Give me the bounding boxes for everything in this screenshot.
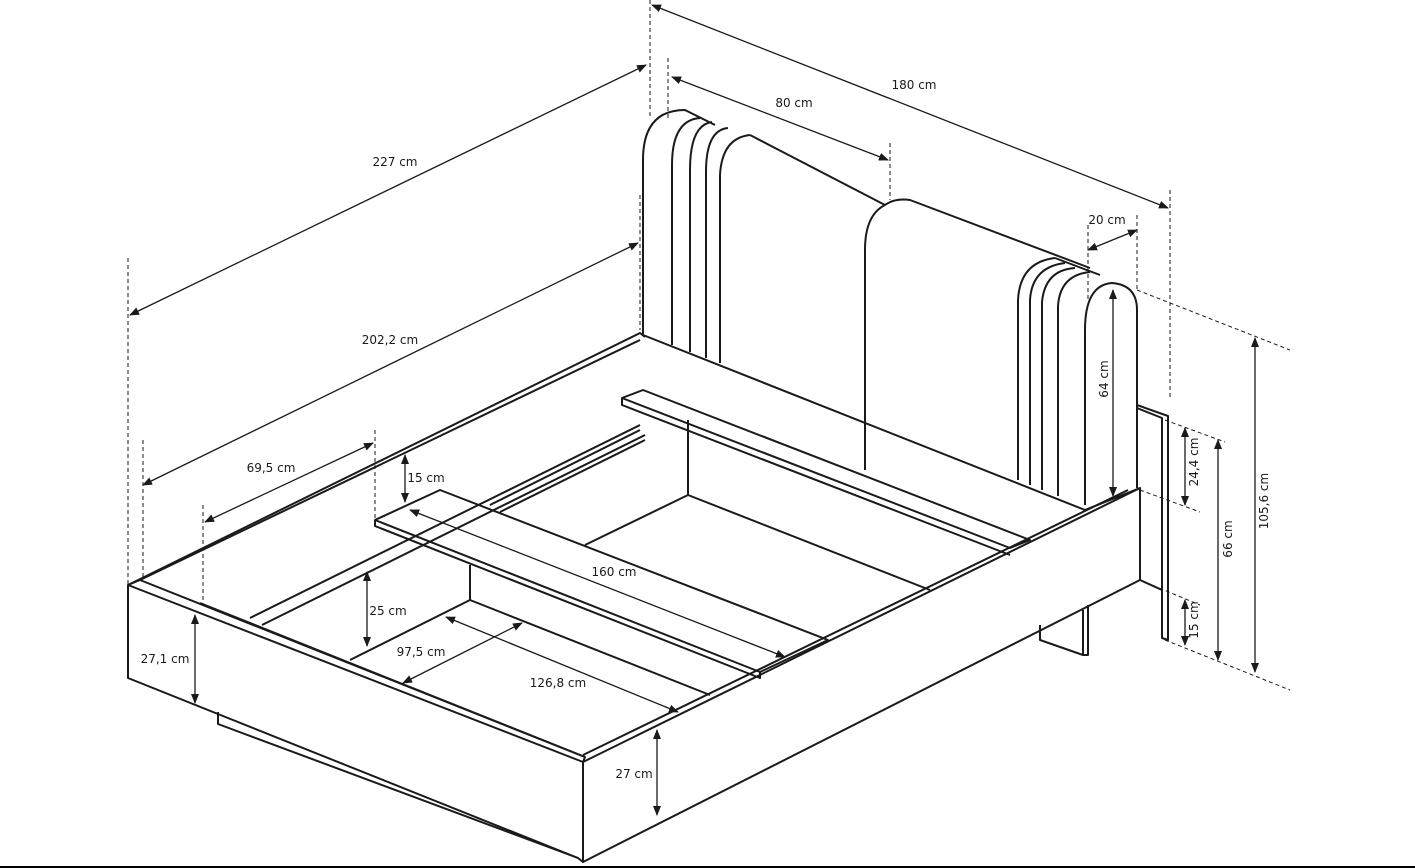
dim-202: [142, 242, 639, 486]
extension-lines: [127, 0, 1291, 691]
label-total-height: 105,6 cm: [1257, 473, 1271, 529]
label-rail-top: 24,4 cm: [1187, 438, 1201, 487]
label-total-length: 227 cm: [372, 155, 417, 169]
dim-126: [445, 616, 679, 713]
bed-frame: [127, 332, 1169, 863]
label-side-depth: 20 cm: [1088, 213, 1125, 227]
dim-80: [671, 76, 889, 161]
label-inner-depth: 25 cm: [369, 604, 406, 618]
dimension-lines: [129, 4, 1259, 816]
label-clearance: 15 cm: [1187, 601, 1201, 638]
label-foot-offset: 69,5 cm: [247, 461, 296, 475]
label-slat-drop: 15 cm: [407, 471, 444, 485]
dimension-labels: 180 cm 80 cm 227 cm 202,2 cm 69,5 cm 20 …: [141, 78, 1271, 781]
dim-69: [204, 442, 374, 523]
label-compartment-length: 97,5 cm: [397, 645, 446, 659]
label-panel-height: 64 cm: [1097, 360, 1111, 397]
headboard: [642, 109, 1138, 505]
label-side-height: 27 cm: [615, 767, 652, 781]
dim-20: [1087, 229, 1138, 251]
label-total-width: 180 cm: [891, 78, 936, 92]
label-inner-width: 160 cm: [591, 565, 636, 579]
dim-180: [651, 4, 1169, 209]
dim-160: [409, 509, 786, 658]
label-compartment-width: 126,8 cm: [530, 676, 586, 690]
label-foot-height: 27,1 cm: [141, 652, 190, 666]
bottom-border: [0, 866, 1415, 868]
label-panel-width: 80 cm: [775, 96, 812, 110]
label-headboard-height: 66 cm: [1221, 520, 1235, 557]
label-frame-length: 202,2 cm: [362, 333, 418, 347]
